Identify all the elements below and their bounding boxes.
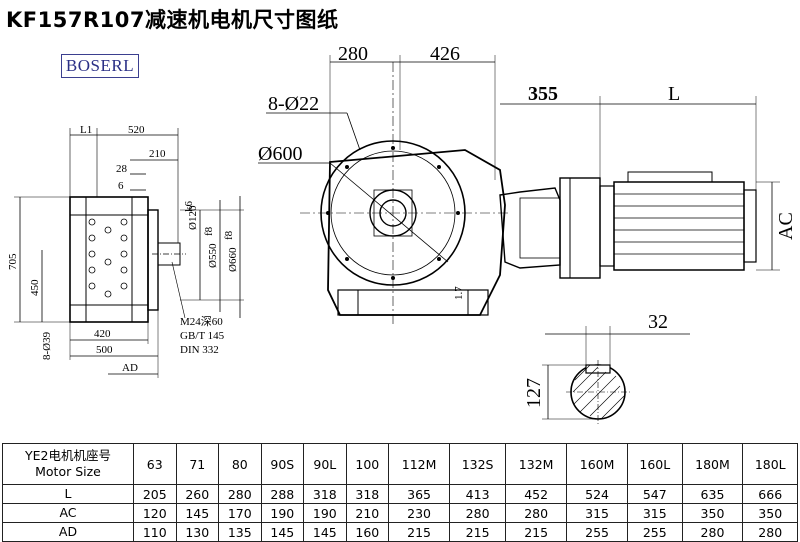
table-row: AD 110 130 135 145 145 160 215 215 215 2… [2,522,798,542]
dim-l1: L1 [80,124,92,136]
table-cell: 145 [260,522,305,542]
dim-210: 210 [149,148,166,160]
dim-6: 6 [118,180,124,192]
size-cell: 180M [681,443,744,485]
size-cell: 160M [566,443,629,485]
table-cell: 666 [742,484,798,504]
table-cell: 315 [627,503,683,523]
thread-note-2: GB/T 145 [180,330,225,342]
size-cell: 90L [303,443,347,485]
table-cell: 350 [681,503,744,523]
header-label-en: Motor Size [35,464,101,479]
technical-drawing: L1 520 28 210 6 705 450 420 8-Ø39 500 AD… [7,43,797,424]
table-cell: 135 [218,522,262,542]
table-cell: 160 [345,522,390,542]
motor-size-table: YE2电机机座号 Motor Size 63 71 80 90S 90L 100… [2,443,798,542]
size-cell: 100 [345,443,390,485]
table-cell: 215 [505,522,568,542]
dim-8-39: 8-Ø39 [41,331,53,360]
size-cell: 63 [133,443,177,485]
main-view: 280 426 8-Ø22 Ø600 355 L AC 1.7 [258,43,797,325]
row-label: AC [2,503,134,523]
dim-32: 32 [648,311,668,333]
table-cell: 280 [742,522,798,542]
dim-705: 705 [7,253,19,270]
row-label: AD [2,522,134,542]
table-cell: 350 [742,503,798,523]
dim-426: 426 [430,43,460,65]
table-cell: 215 [449,522,507,542]
dim-ac: AC [775,212,797,240]
size-cell: 160L [627,443,683,485]
table-cell: 210 [345,503,390,523]
brand-logo: BOSERL [61,54,139,78]
size-cell: 80 [218,443,262,485]
table-cell: 280 [449,503,507,523]
table-cell: 318 [345,484,390,504]
dim-d550: Ø550 [207,243,219,268]
table-cell: 145 [303,522,347,542]
table-cell: 255 [627,522,683,542]
dim-420: 420 [94,328,111,340]
table-cell: 260 [175,484,220,504]
dim-500: 500 [96,344,113,356]
table-cell: 280 [218,484,262,504]
header-label-cell: YE2电机机座号 Motor Size [2,443,134,485]
table-cell: 215 [388,522,451,542]
table-cell: 120 [133,503,177,523]
table-cell: 452 [505,484,568,504]
dim-28: 28 [116,163,128,175]
dim-d120: Ø120 [187,205,199,230]
dim-d660: Ø660 [227,247,239,272]
thread-note-3: DIN 332 [180,344,219,356]
table-cell: 365 [388,484,451,504]
table-cell: 318 [303,484,347,504]
fit-subscript: f8 [203,226,215,236]
dim-ad: AD [122,362,138,374]
thread-note-1: M24深60 [180,315,223,328]
page-title: KF157R107减速机电机尺寸图纸 [6,8,339,32]
size-cell: 71 [175,443,220,485]
table-cell: 524 [566,484,629,504]
fit-subscript: f8 [223,230,235,240]
table-header-row: YE2电机机座号 Motor Size 63 71 80 90S 90L 100… [2,443,798,485]
dim-1-7: 1.7 [453,286,465,300]
dim-d600: Ø600 [258,143,302,165]
dim-l: L [668,83,680,105]
dim-520: 520 [128,124,145,136]
dim-8-d22: 8-Ø22 [268,93,319,115]
table-cell: 315 [566,503,629,523]
shaft-section: 32 127 [523,311,690,424]
table-cell: 190 [260,503,305,523]
dim-127: 127 [523,378,545,408]
table-cell: 190 [303,503,347,523]
table-row: AC 120 145 170 190 190 210 230 280 280 3… [2,503,798,523]
table-cell: 145 [175,503,220,523]
table-cell: 413 [449,484,507,504]
table-cell: 205 [133,484,177,504]
left-view: L1 520 28 210 6 705 450 420 8-Ø39 500 AD… [7,124,244,378]
table-cell: 255 [566,522,629,542]
dim-355: 355 [528,83,558,105]
table-cell: 280 [505,503,568,523]
header-label-cn: YE2电机机座号 [25,448,111,463]
size-cell: 180L [742,443,798,485]
row-label: L [2,484,134,504]
table-cell: 288 [260,484,305,504]
table-cell: 110 [133,522,177,542]
fit-subscript: k6 [183,201,195,213]
dim-280: 280 [338,43,368,65]
table-cell: 230 [388,503,451,523]
table-cell: 547 [627,484,683,504]
table-cell: 635 [681,484,744,504]
size-cell: 90S [260,443,305,485]
size-cell: 132S [449,443,507,485]
size-cell: 112M [388,443,451,485]
size-cell: 132M [505,443,568,485]
table-cell: 130 [175,522,220,542]
table-cell: 280 [681,522,744,542]
table-cell: 170 [218,503,262,523]
dim-450: 450 [29,279,41,296]
table-row: L 205 260 280 288 318 318 365 413 452 52… [2,484,798,504]
